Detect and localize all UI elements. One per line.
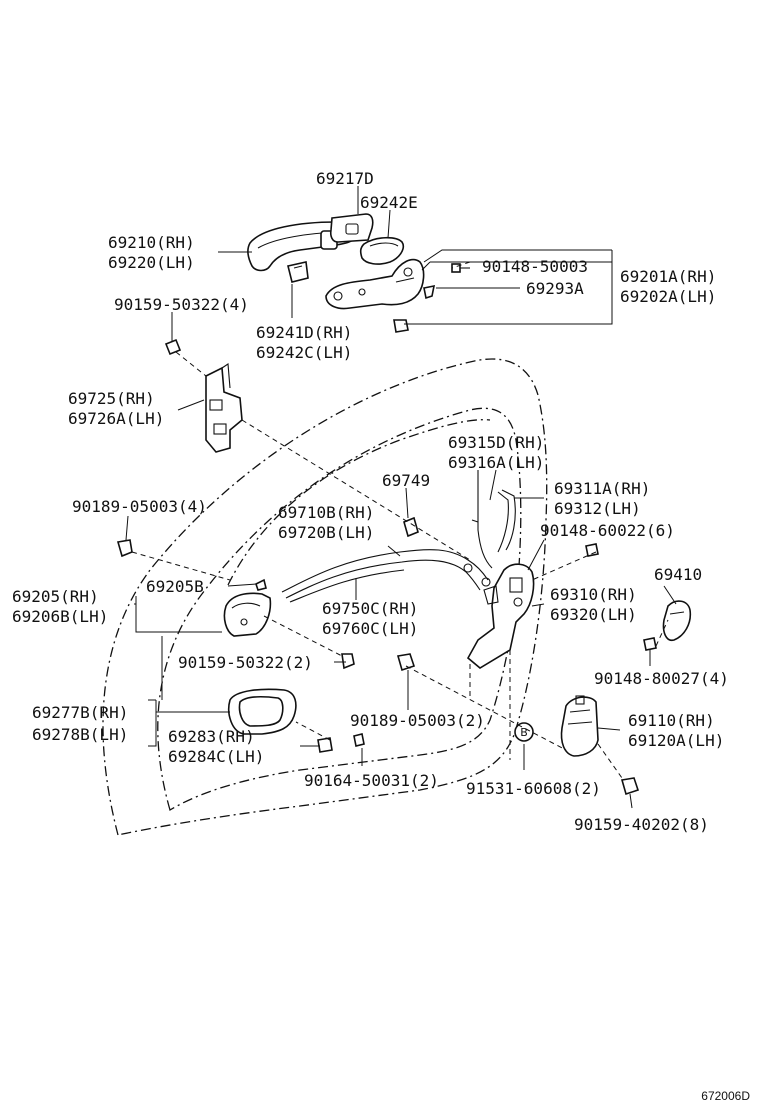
- label-69760c-lh: 69760C(LH): [322, 619, 418, 638]
- label-90159-50322-2: 90159-50322(2): [178, 653, 313, 672]
- lock-rods: [471, 470, 516, 569]
- label-69278b-lh: 69278B(LH): [32, 725, 128, 744]
- label-69201a-rh: 69201A(RH): [620, 267, 716, 286]
- label-69310-rh: 69310(RH): [550, 585, 637, 604]
- bracket-69725: [205, 363, 243, 453]
- handle-bezel-69277b: [228, 688, 297, 735]
- door-outline: [102, 358, 548, 836]
- label-90189-05003-4: 90189-05003(4): [72, 497, 207, 516]
- outside-handle-frame: [325, 258, 425, 310]
- screw-90164-50031: [353, 733, 365, 747]
- label-69720b-lh: 69720B(LH): [278, 523, 374, 542]
- label-69110-rh: 69110(RH): [628, 711, 715, 730]
- label-69217d: 69217D: [316, 169, 374, 188]
- door-handle-69110: [560, 695, 599, 757]
- label-69726a-lh: 69726A(LH): [68, 409, 164, 428]
- assembly-lines: [131, 261, 669, 779]
- label-90159-40202-8: 90159-40202(8): [574, 815, 709, 834]
- label-69410: 69410: [654, 565, 702, 584]
- clip-69293a: [423, 284, 436, 300]
- label-90148-50003: 90148-50003: [482, 257, 588, 276]
- label-69293a: 69293A: [526, 279, 584, 298]
- label-69206b-lh: 69206B(LH): [12, 607, 108, 626]
- label-91531-60608-2: 91531-60608(2): [466, 779, 601, 798]
- label-69210-rh: 69210(RH): [108, 233, 195, 252]
- handle-cover-69217d: [329, 213, 374, 243]
- label-69311a-rh: 69311A(RH): [554, 479, 650, 498]
- screw-90148-80027: [643, 637, 657, 651]
- clip-90189-05003-lower: [396, 653, 416, 672]
- label-69750c-rh: 69750C(RH): [322, 599, 418, 618]
- label-90189-05003-2: 90189-05003(2): [350, 711, 485, 730]
- label-69241d-rh: 69241D(RH): [256, 323, 352, 342]
- part-labels: 69217D 69242E 69210(RH) 69220(LH) 90148-…: [12, 169, 729, 834]
- label-69316a-lh: 69316A(LH): [448, 453, 544, 472]
- bolt-90159-50322-mid: [341, 653, 355, 670]
- label-90159-50322-4: 90159-50322(4): [114, 295, 249, 314]
- label-90164-50031-2: 90164-50031(2): [304, 771, 439, 790]
- cap-69283: [317, 737, 333, 753]
- label-90148-80027-4: 90148-80027(4): [594, 669, 729, 688]
- label-69277b-rh: 69277B(RH): [32, 703, 128, 722]
- handle-pad-69242e: [359, 236, 405, 265]
- label-69202a-lh: 69202A(LH): [620, 287, 716, 306]
- label-69205-rh: 69205(RH): [12, 587, 99, 606]
- door-lock-assembly-69310: [466, 563, 535, 669]
- leader-lines: [125, 186, 677, 809]
- label-69315d-rh: 69315D(RH): [448, 433, 544, 452]
- label-69220-lh: 69220(LH): [108, 253, 195, 272]
- handle-pad-69241d: [287, 261, 309, 283]
- label-69284c-lh: 69284C(LH): [168, 747, 264, 766]
- clip-90189-05003-left: [116, 539, 133, 558]
- lock-cables: [281, 549, 491, 603]
- label-69320-lh: 69320(LH): [550, 605, 637, 624]
- label-69242c-lh: 69242C(LH): [256, 343, 352, 362]
- label-69312-lh: 69312(LH): [554, 499, 641, 518]
- figure-code: 672006D: [701, 1089, 750, 1103]
- clip-69749: [403, 516, 419, 538]
- inside-handle-69205: [223, 592, 272, 637]
- label-69725-rh: 69725(RH): [68, 389, 155, 408]
- label-69749: 69749: [382, 471, 430, 490]
- lock-cover-69410: [662, 600, 692, 642]
- ref-mark-b-text: B: [520, 726, 528, 739]
- ref-mark-b: B: [514, 722, 534, 742]
- label-69242e: 69242E: [360, 193, 418, 212]
- label-69205b: 69205B: [146, 577, 204, 596]
- label-69710b-rh: 69710B(RH): [278, 503, 374, 522]
- label-69283-rh: 69283(RH): [168, 727, 255, 746]
- label-90148-60022-6: 90148-60022(6): [540, 521, 675, 540]
- bolt-handle: [393, 319, 409, 333]
- rod-clip-69205b: [255, 578, 267, 591]
- bolt-90159-40202: [620, 777, 640, 796]
- bolt-90159-50322-top: [164, 338, 182, 356]
- label-69120a-lh: 69120A(LH): [628, 731, 724, 750]
- screw-90148-60022: [585, 543, 599, 557]
